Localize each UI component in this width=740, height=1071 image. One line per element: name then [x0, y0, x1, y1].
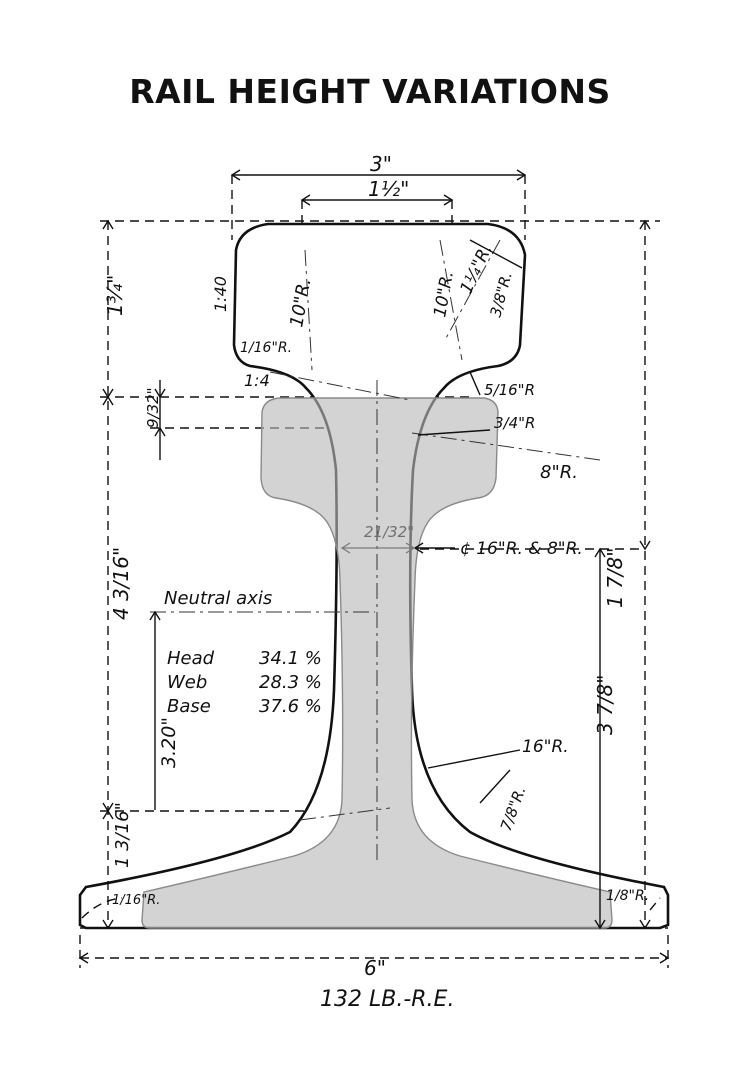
fillet-mid-radius-label: 3/4"R [494, 414, 535, 432]
head-top-width-label: 1½" [368, 177, 409, 201]
head-share-value: 34.1 % [259, 648, 322, 669]
base-fillet-radius-label: 7/8"R. [497, 784, 530, 834]
head-side-slope-label: 1:40 [211, 276, 230, 312]
dimension-labels: 3" 1½" 6" 1¾" 9/32" 4 3/16" 1 3/16" 3.20… [103, 152, 627, 980]
head-width-label: 3" [370, 152, 392, 176]
base-width-label: 6" [364, 956, 386, 980]
head-under-radius-label: 1/16"R. [240, 340, 292, 356]
lower-height-label: 3 7/8" [593, 675, 617, 735]
slope-labels: 1:40 1:4 [211, 276, 270, 390]
fillet-large-radius-label: 8"R. [540, 462, 578, 483]
web-thickness-dim: 21/32" [340, 523, 416, 554]
base-tip-left-radius-label: 1/16"R. [112, 893, 160, 908]
head-height-label: 1¾" [103, 275, 127, 316]
rail-caption: 132 LB.-R.E. [320, 987, 454, 1012]
web-height-label: 4 3/16" [109, 547, 133, 620]
construction-lines [150, 239, 601, 860]
web-share-part: Web [167, 672, 207, 693]
base-share-part: Base [167, 696, 211, 717]
upper-height-label: 1 7/8" [603, 548, 627, 608]
head-share-part: Head [167, 648, 215, 669]
dimension-arrows [78, 169, 670, 964]
web-share-value: 28.3 % [259, 672, 322, 693]
neutral-axis-label: Neutral axis [164, 588, 272, 609]
web-radius-label: ¢ 16"R. & 8"R. [460, 539, 583, 559]
neutral-axis-height-label: 3.20" [158, 717, 180, 768]
web-lower-radius-label: 16"R. [522, 737, 569, 757]
base-thickness-label: 1 3/16" [112, 802, 133, 868]
base-tip-right-radius-label: 1/8"R. [606, 888, 649, 904]
under-head-slope-label: 1:4 [244, 371, 270, 390]
base-share-value: 37.6 % [259, 696, 322, 717]
fillet-small-radius-label: 5/16"R [484, 381, 535, 399]
neutral-axis-block: Neutral axis Head 34.1 % Web 28.3 % Base… [164, 588, 322, 717]
web-thickness-label: 21/32" [364, 523, 414, 541]
fillet-offset-label: 9/32" [144, 387, 162, 428]
page-title: RAIL HEIGHT VARIATIONS [129, 72, 611, 111]
